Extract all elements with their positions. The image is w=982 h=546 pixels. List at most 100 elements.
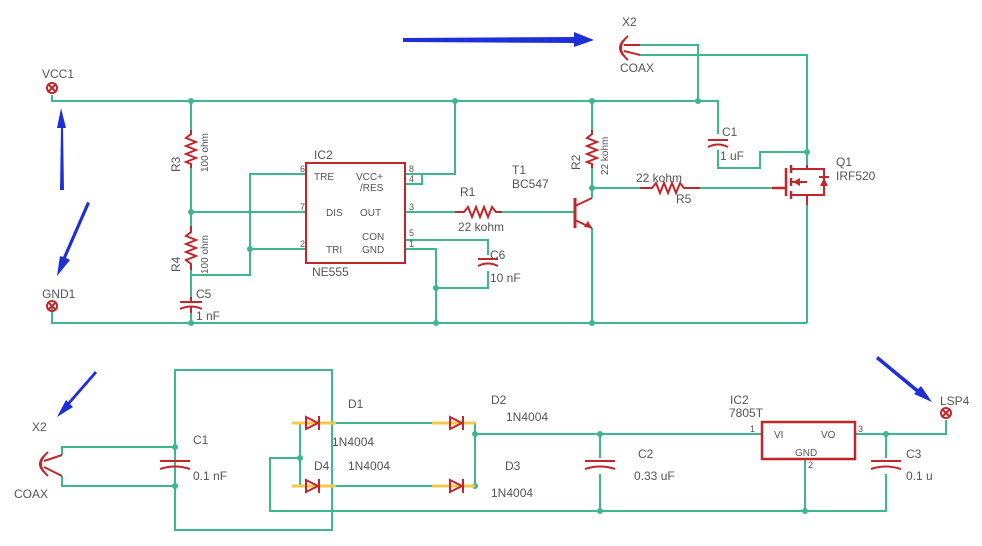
- lsp4-label: LSP4: [940, 394, 970, 408]
- gnd1-label: GND1: [42, 287, 76, 301]
- q1-value: IRF520: [836, 169, 876, 183]
- arrow-to-lsp4: [876, 356, 932, 402]
- c1-top-value: 1 uF: [720, 149, 744, 163]
- r4-value: 100 ohm: [200, 235, 211, 274]
- vcc1-label: VCC1: [42, 67, 74, 81]
- arrow-to-coax-bottom: [57, 371, 97, 417]
- top-wires: [51, 44, 808, 324]
- lsp4-terminal[interactable]: LSP4: [940, 394, 970, 419]
- reg-pinnum-2: 2: [808, 460, 813, 470]
- x2-coax-top[interactable]: X2 COAX: [619, 15, 654, 75]
- resistor-r3[interactable]: R3 100 ohm: [169, 130, 211, 172]
- d2-name: D2: [491, 393, 507, 407]
- x2-top-value: COAX: [620, 61, 654, 75]
- c1-bottom-name: C1: [193, 433, 209, 447]
- ne555-pinnum-4: 4: [409, 174, 414, 184]
- reg-pin-gnd: GND: [795, 448, 817, 459]
- ne555-pinnum-1: 1: [409, 239, 414, 249]
- reg-pinnum-3: 3: [858, 424, 863, 434]
- c3-value: 0.1 u: [906, 469, 933, 483]
- vcc1-terminal[interactable]: VCC1: [42, 67, 74, 94]
- c6-name: C6: [490, 248, 506, 262]
- c5-name: C5: [196, 287, 212, 301]
- r3-value: 100 ohm: [200, 133, 211, 172]
- capacitor-c3[interactable]: C3 0.1 u: [870, 447, 933, 483]
- ne555-pinnum-6: 6: [300, 164, 305, 174]
- r1-name: R1: [460, 185, 476, 199]
- r5-value: 22 kohm: [636, 171, 682, 185]
- mosfet-q1[interactable]: Q1 IRF520: [772, 155, 876, 205]
- ne555-pin-gnd: GND: [362, 245, 384, 256]
- transistor-t1[interactable]: T1 BC547: [512, 163, 593, 229]
- x2-top-name: X2: [622, 15, 637, 29]
- r2-value: 22 kohm: [600, 137, 611, 175]
- ne555-pin-tre: TRE: [314, 172, 334, 183]
- resistor-r4[interactable]: R4 100 ohm: [169, 226, 211, 274]
- ne555-name: IC2: [314, 148, 333, 162]
- top-junctions: [188, 98, 810, 326]
- capacitor-c6[interactable]: C6 10 nF: [477, 248, 521, 285]
- capacitor-c2[interactable]: C2 0.33 uF: [584, 447, 675, 483]
- annotation-arrows: [57, 32, 932, 417]
- gnd1-terminal[interactable]: GND1: [42, 287, 76, 312]
- r3-name: R3: [169, 156, 183, 172]
- ne555-pin-vcc: VCC+: [356, 172, 383, 183]
- diode-d1[interactable]: D1 1N4004: [292, 397, 374, 449]
- capacitor-c1-bottom[interactable]: C1 0.1 nF: [159, 433, 227, 483]
- d1-value: 1N4004: [332, 435, 374, 449]
- c2-value: 0.33 uF: [634, 469, 675, 483]
- q1-name: Q1: [836, 155, 852, 169]
- c5-value: 1 nF: [196, 309, 220, 323]
- ne555-pin-out: OUT: [360, 208, 381, 219]
- diode-d4[interactable]: D4 1N4004: [292, 459, 390, 494]
- capacitor-c5[interactable]: C5 1 nF: [179, 287, 220, 323]
- arrow-to-coax-top: [403, 32, 594, 47]
- r5-name: R5: [676, 192, 692, 206]
- c6-value: 10 nF: [490, 271, 521, 285]
- c1-bottom-value: 0.1 nF: [193, 469, 227, 483]
- reg-value: 7805T: [729, 406, 764, 420]
- d1-name: D1: [348, 397, 364, 411]
- r2-name: R2: [569, 154, 583, 170]
- resistor-r1[interactable]: R1 22 kohm: [455, 185, 504, 234]
- ne555-value: NE555: [312, 265, 349, 279]
- r1-value: 22 kohm: [458, 220, 504, 234]
- ne555-pin-res: /RES: [360, 183, 384, 194]
- diode-d3[interactable]: D3 1N4004: [432, 459, 533, 500]
- regulator-7805t[interactable]: IC2 7805T VI VO GND 1 3 2: [729, 393, 863, 470]
- t1-name: T1: [512, 163, 526, 177]
- x2-bottom-value: COAX: [14, 487, 48, 501]
- capacitor-c1-top[interactable]: C1 1 uF: [707, 125, 744, 163]
- r4-name: R4: [169, 256, 183, 272]
- c2-name: C2: [638, 447, 654, 461]
- arrow-to-vcc1: [57, 108, 66, 190]
- ne555-pinnum-3: 3: [409, 202, 414, 212]
- resistor-r2[interactable]: R2 22 kohm: [569, 130, 611, 175]
- d3-name: D3: [505, 459, 521, 473]
- t1-value: BC547: [512, 177, 549, 191]
- reg-pinnum-1: 1: [750, 424, 755, 434]
- arrow-to-gnd1: [57, 202, 90, 276]
- ne555-pinnum-5: 5: [409, 228, 414, 238]
- d3-value: 1N4004: [491, 486, 533, 500]
- bottom-junctions: [172, 431, 889, 514]
- ne555-pin-dis: DIS: [326, 208, 343, 219]
- resistor-r5[interactable]: 22 kohm R5: [636, 171, 700, 206]
- diode-d2[interactable]: D2 1N4004: [432, 393, 548, 431]
- ne555-pin-tri: TRI: [326, 245, 342, 256]
- x2-coax-bottom[interactable]: X2 COAX: [14, 420, 63, 501]
- ne555-pin-con: CON: [362, 232, 384, 243]
- x2-bottom-name: X2: [32, 420, 47, 434]
- reg-pin-vi: VI: [774, 430, 783, 441]
- ic-ne555[interactable]: IC2 NE555 TRE VCC+ /RES DIS OUT CON TRI …: [300, 148, 414, 279]
- d4-value: 1N4004: [348, 459, 390, 473]
- d4-name: D4: [314, 459, 330, 473]
- ne555-pinnum-7: 7: [300, 202, 305, 212]
- ne555-pinnum-8: 8: [409, 164, 414, 174]
- d2-value: 1N4004: [506, 410, 548, 424]
- ne555-pinnum-2: 2: [300, 239, 305, 249]
- c3-name: C3: [906, 447, 922, 461]
- reg-pin-vo: VO: [821, 430, 836, 441]
- reg-name: IC2: [730, 393, 749, 407]
